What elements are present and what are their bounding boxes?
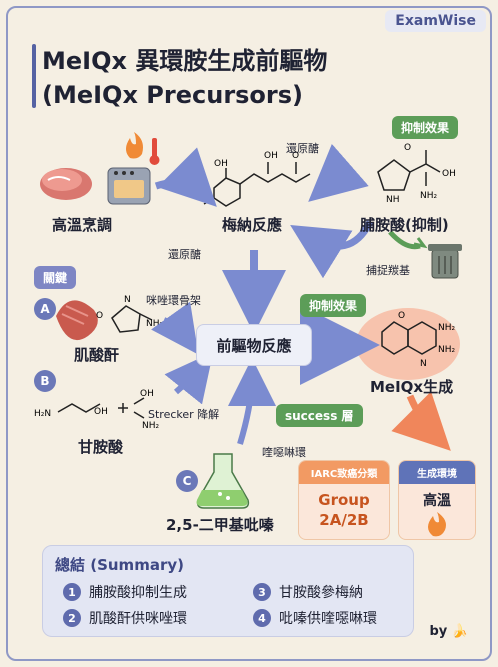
summary-item-4: 4 吡嗪供喹噁啉環 [253, 608, 377, 628]
chem-oh-2: OH [264, 151, 278, 161]
arrow-cooking-to-maillard [154, 147, 217, 207]
summary-text-2: 肌酸酐供咪唑環 [89, 611, 187, 627]
tag-inhibition-mid: 抑制效果 [300, 294, 367, 317]
label-reducing-sugar-top: 還原醣 [286, 142, 319, 155]
arrow-capture [388, 230, 421, 250]
summary-box: 總結 (Summary) 1 脯胺酸抑制生成 3 甘胺酸參梅納 2 肌酸酐供咪唑… [42, 545, 414, 637]
arrow-pyrazine-to-precursor [227, 358, 276, 445]
summary-num-4: 4 [253, 609, 271, 627]
chem-nh2-1: NH₂ [420, 191, 438, 201]
node-meiqx-formation: MeIQx生成 [370, 378, 454, 396]
label-quinoxaline: 喹噁啉環 [262, 446, 306, 459]
arrow-proline-to-maillard [308, 143, 369, 202]
summary-text-4: 吡嗪供喹噁啉環 [279, 611, 377, 627]
arrow-meiqx-to-env [391, 391, 451, 451]
label-strecker: Strecker 降解 [148, 408, 220, 421]
summary-title: 總結 (Summary) [55, 556, 184, 574]
precursor-reaction-label: 前驅物反應 [216, 336, 292, 355]
title-line-2: (MeIQx Precursors) [42, 81, 304, 109]
arrow-creatinine-to-precursor [151, 301, 199, 355]
iarc-value-2: 2A/2B [319, 511, 369, 529]
label-imidazole-skeleton: 咪唑環骨架 [146, 294, 201, 307]
chem-o-1: O [292, 151, 299, 161]
summary-num-2: 2 [63, 609, 81, 627]
chem-oh-3: OH [442, 169, 456, 179]
iarc-card: IARC致癌分類 Group 2A/2B [298, 460, 390, 540]
chem-o-2: O [404, 143, 411, 153]
summary-text-3: 甘胺酸參梅納 [279, 585, 363, 601]
tag-key: 關鍵 [34, 266, 77, 289]
brand-badge: ExamWise [385, 10, 486, 32]
summary-item-2: 2 肌酸酐供咪唑環 [63, 608, 187, 628]
title-line-1: MeIQx 異環胺生成前驅物 [42, 47, 328, 75]
iarc-value-1: Group [318, 491, 370, 509]
summary-item-1: 1 脯胺酸抑制生成 [63, 582, 187, 602]
summary-num-1: 1 [63, 583, 81, 601]
marker-c: C [176, 470, 198, 492]
iarc-header: IARC致癌分類 [299, 461, 389, 484]
chem-n-2: N [420, 359, 427, 369]
chem-nh-1: NH [386, 195, 400, 205]
page-title: MeIQx 異環胺生成前驅物 (MeIQx Precursors) [42, 44, 327, 112]
chem-n-1: N [124, 295, 131, 305]
author-credit: by 🍌 [429, 624, 469, 639]
chem-oh-1: OH [214, 159, 228, 169]
chem-nh2-5: NH₂ [438, 345, 456, 355]
node-glycine: 甘胺酸 [78, 438, 124, 456]
chem-o-4: O [398, 311, 405, 321]
chem-h2n-1: H₂N [34, 409, 51, 419]
chem-o-3: O [96, 311, 103, 321]
env-header: 生成環境 [399, 461, 475, 484]
tag-success: success 層 [276, 404, 363, 427]
chem-nh2-3: NH₂ [142, 421, 160, 431]
summary-item-3: 3 甘胺酸參梅納 [253, 582, 363, 602]
node-maillard: 梅納反應 [222, 216, 283, 234]
fire-icon [126, 132, 143, 159]
label-reducing-sugar-left: 還原醣 [168, 248, 201, 261]
proline-structure-icon [377, 150, 441, 191]
tag-inhibition-top: 抑制效果 [392, 116, 459, 139]
marker-b: B [34, 370, 56, 392]
arrow-proline-inhibit [290, 220, 374, 279]
page-frame [6, 6, 492, 661]
trash-bin-icon [428, 244, 462, 279]
chem-nh2-2: NH₂ [146, 319, 164, 329]
flask-icon [196, 453, 250, 509]
arrow-glycine-to-precursor [164, 351, 214, 405]
marker-a: A [34, 298, 56, 320]
summary-num-3: 3 [253, 583, 271, 601]
node-dimethylpyrazine: 2,5-二甲基吡嗪 [166, 516, 274, 534]
environment-card: 生成環境 高溫 [398, 460, 476, 540]
glycine-structure-icon [57, 397, 145, 419]
chem-oh-5: OH [140, 389, 154, 399]
node-cooking: 高溫烹調 [52, 216, 113, 234]
fire-small-icon [428, 512, 446, 537]
muscle-icon [56, 300, 98, 341]
meat-icon [40, 168, 92, 200]
chem-nh2-4: NH₂ [438, 323, 456, 333]
thermometer-icon [149, 138, 160, 165]
title-accent-bar [32, 44, 36, 108]
node-proline: 脯胺酸(抑制) [360, 216, 449, 234]
node-creatinine: 肌酸酐 [74, 346, 120, 364]
oven-icon [107, 167, 151, 205]
meiqx-structure-icon [356, 308, 460, 380]
env-value: 高溫 [423, 493, 451, 509]
label-capture-carbonyl: 捕捉羰基 [366, 264, 410, 277]
creatinine-structure-icon [111, 305, 153, 333]
chem-oh-4: OH [94, 407, 108, 417]
summary-text-1: 脯胺酸抑制生成 [89, 585, 187, 601]
node-precursor-reaction: 前驅物反應 [196, 324, 312, 366]
arrow-capture-head [413, 237, 428, 249]
